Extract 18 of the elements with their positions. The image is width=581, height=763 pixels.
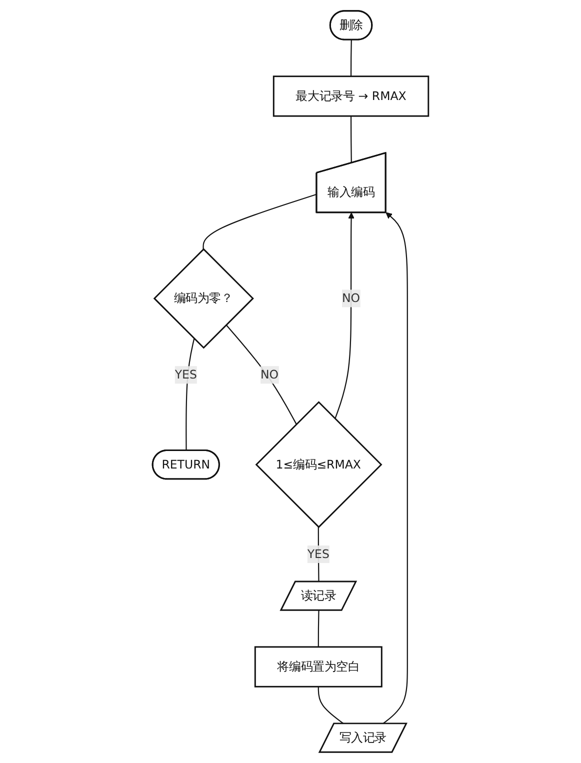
connector: [226, 324, 297, 424]
connector: [318, 686, 344, 724]
connector: [318, 527, 320, 582]
node-diamond: 1≤编码≤RMAX: [255, 401, 382, 528]
edge-label: YES: [174, 368, 197, 382]
node-box: 将编码置为空白: [254, 646, 382, 688]
edge-label: NO: [342, 291, 360, 306]
connector: [318, 610, 320, 647]
connector: [186, 338, 195, 451]
edge-label: YES: [307, 546, 330, 561]
edge-label: NO: [260, 368, 279, 382]
connector: [202, 194, 317, 250]
connector: [350, 116, 352, 164]
arrow: [382, 212, 408, 724]
node-box: 最大记录号 → RMAX: [272, 76, 430, 117]
node-diamond: 编码为零？: [153, 248, 254, 349]
arrow: [334, 212, 354, 419]
connector: [350, 40, 352, 76]
